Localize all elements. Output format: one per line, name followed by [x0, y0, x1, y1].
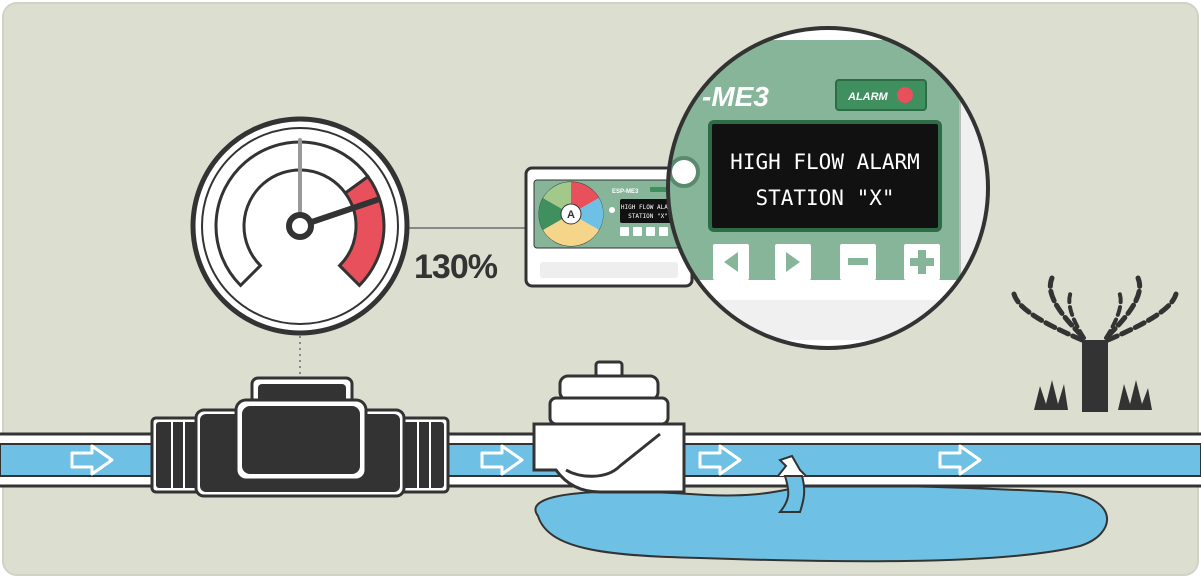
flow-arrow-icon [70, 444, 114, 476]
plus-icon [910, 250, 934, 274]
left-arrow-button[interactable] [713, 244, 749, 280]
flow-arrow-icon [480, 444, 524, 476]
pipe-crack [777, 454, 807, 477]
lcd-screen [708, 120, 942, 232]
left-arrow-icon [724, 252, 738, 272]
lcd-line-1: HIGH FLOW ALARM [730, 150, 920, 174]
minus-button[interactable] [840, 244, 876, 280]
flow-sensor-icon [150, 330, 450, 498]
svg-text:A: A [567, 209, 575, 221]
alarm-led [897, 87, 913, 103]
controller-small-model: ESP-ME3 [612, 189, 639, 195]
alarm-indicator: ALARM [835, 79, 927, 111]
controller-small-screen-line-2: STATION "X" [628, 213, 668, 220]
right-arrow-icon [786, 252, 800, 272]
lcd-line-2: STATION "X" [755, 186, 894, 210]
grass-icon [1034, 380, 1152, 410]
minus-icon [848, 258, 868, 265]
controller-small: A ESP-ME3 HIGH FLOW ALARM STATION "X" [524, 166, 694, 288]
flow-arrow-icon [938, 444, 982, 476]
valve-icon [532, 360, 686, 494]
controller-dial: A [538, 181, 604, 247]
alarm-label: ALARM [847, 91, 889, 103]
right-arrow-button[interactable] [775, 244, 811, 280]
controller-zoom-model: -ME3 [702, 81, 769, 112]
flow-percentage-label: 130% [414, 248, 498, 286]
flow-arrow-icon [698, 444, 742, 476]
controller-small-screen-line-1: HIGH FLOW ALARM [621, 204, 676, 211]
plus-button[interactable] [904, 244, 940, 280]
sprinkler-icon [1011, 275, 1179, 412]
flow-gauge [190, 116, 410, 336]
leak-pool [534, 484, 1108, 563]
